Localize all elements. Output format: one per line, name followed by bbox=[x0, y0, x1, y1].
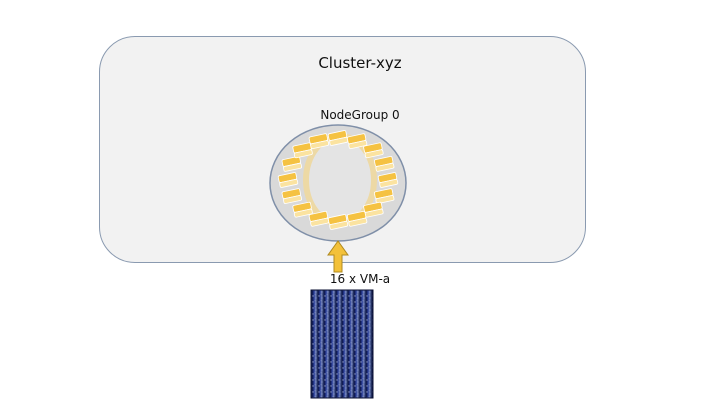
node-icon bbox=[346, 210, 368, 227]
node-icon bbox=[374, 188, 395, 204]
nodegroup-label: NodeGroup 0 bbox=[320, 108, 400, 122]
node-icon bbox=[377, 172, 399, 188]
node-icon bbox=[363, 201, 384, 218]
cluster-title: Cluster-xyz bbox=[318, 54, 402, 72]
deploy-arrow-icon bbox=[327, 240, 349, 273]
node-icon bbox=[363, 142, 384, 159]
vm-label: 16 x VM-a bbox=[329, 272, 391, 286]
vm-image-icon bbox=[310, 289, 374, 399]
node-icon bbox=[308, 210, 330, 227]
node-icon bbox=[346, 133, 368, 150]
node-icon bbox=[308, 133, 330, 150]
node-ring bbox=[277, 130, 399, 230]
node-icon bbox=[374, 156, 395, 172]
node-icon bbox=[277, 172, 299, 188]
node-icon bbox=[292, 201, 313, 218]
node-icon bbox=[327, 214, 349, 230]
node-icon bbox=[281, 156, 302, 172]
node-icon bbox=[281, 188, 302, 204]
